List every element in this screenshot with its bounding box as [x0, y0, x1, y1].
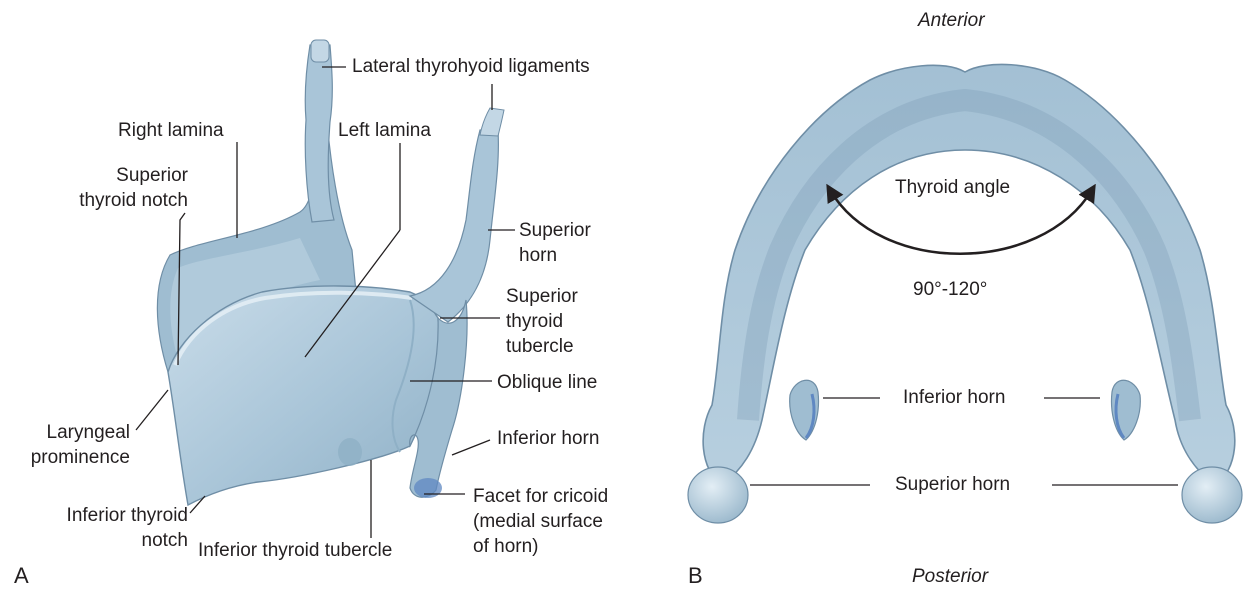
label-superior-thyroid-notch: Superior thyroid notch	[79, 165, 188, 211]
leader-inferior-horn	[451, 439, 491, 456]
thyroid-arch-inner-band	[737, 88, 1201, 422]
posterior-border-shape	[409, 299, 468, 498]
right-inferior-facet	[1114, 393, 1126, 439]
label-posterior: Posterior	[912, 566, 989, 587]
label-superior-horn-b: Superior horn	[895, 474, 1011, 495]
thyroid-angle-arrow	[826, 183, 1096, 255]
oblique-ridge-shape	[391, 299, 415, 453]
label-inferior-thyroid-tubercle: Inferior thyroid tubercle	[198, 540, 393, 561]
inferior-tubercle-shape	[338, 438, 362, 466]
label-laryngeal-prominence: Laryngeal prominence	[30, 422, 130, 468]
cricoid-facet-shape	[414, 478, 442, 498]
label-superior-thyroid-tubercle: Superior thyroid tubercle	[506, 286, 578, 357]
panel-a-leader-lines	[135, 66, 515, 538]
left-ligament-shape	[479, 107, 505, 137]
label-facet-for-cricoid: Facet for cricoid (medial surface of hor…	[473, 486, 609, 557]
panel-a-illustration	[135, 39, 515, 538]
label-angle-range: 90°-120°	[913, 279, 988, 300]
leader-laryngeal-prominence	[135, 389, 169, 431]
left-lamina-rim	[173, 290, 413, 366]
leader-inferior-thyroid-notch	[189, 495, 206, 514]
panel-letter-a: A	[14, 563, 29, 588]
label-left-lamina: Left lamina	[338, 120, 431, 141]
right-superior-horn-shape	[304, 44, 335, 223]
right-superior-horn-bulb	[1181, 466, 1243, 524]
right-ligament-tip	[310, 39, 330, 63]
leader-left-lamina-diag	[304, 229, 401, 358]
panel-b-illustration	[687, 63, 1243, 524]
label-inferior-thyroid-notch: Inferior thyroid notch	[66, 505, 188, 551]
label-lateral-thyrohyoid-ligaments: Lateral thyrohyoid ligaments	[352, 56, 590, 77]
left-inferior-facet	[804, 393, 816, 439]
label-oblique-line: Oblique line	[497, 372, 598, 393]
label-right-lamina: Right lamina	[118, 120, 224, 141]
label-thyroid-angle: Thyroid angle	[895, 177, 1011, 198]
panel-letter-b: B	[688, 563, 703, 588]
left-superior-horn-bulb	[687, 466, 749, 524]
label-superior-horn: Superior horn	[519, 220, 591, 266]
panel-b-leader-lines	[750, 397, 1178, 486]
label-anterior: Anterior	[918, 10, 985, 31]
label-inferior-horn-b: Inferior horn	[903, 387, 1006, 408]
label-inferior-horn-a: Inferior horn	[497, 428, 600, 449]
left-superior-horn-shape	[408, 129, 499, 323]
leader-superior-thyroid-notch	[177, 212, 186, 366]
